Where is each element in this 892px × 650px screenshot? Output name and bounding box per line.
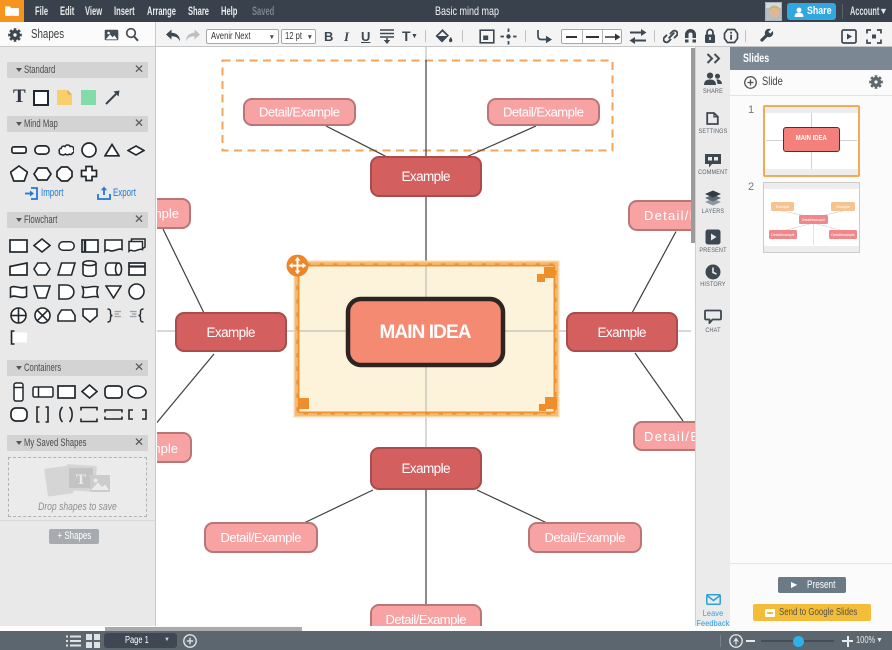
svg-text:Detail/Example: Detail/Example — [545, 530, 626, 545]
svg-text:Detail/Example: Detail/Example — [259, 105, 340, 120]
svg-text:MAIN IDEA: MAIN IDEA — [380, 322, 472, 343]
svg-text:Detail/example: Detail/example — [831, 233, 854, 237]
svg-text:Example: Example — [598, 325, 647, 340]
svg-text:Example: Example — [402, 461, 451, 476]
svg-text:Example: Example — [402, 169, 451, 184]
svg-text:mple: mple — [157, 441, 178, 456]
svg-text:Detail/Ex: Detail/Ex — [644, 208, 695, 223]
svg-text:mple: mple — [157, 206, 179, 221]
svg-text:Detail/Example: Detail/Example — [503, 105, 584, 120]
svg-text:Detail/E: Detail/E — [644, 429, 695, 444]
svg-text:Example: Example — [836, 205, 850, 209]
svg-text:Detail/example: Detail/example — [771, 233, 794, 237]
svg-text:Detail/example: Detail/example — [802, 218, 825, 222]
svg-text:T: T — [76, 472, 86, 488]
svg-text:Example: Example — [776, 205, 790, 209]
svg-text:Example: Example — [207, 325, 256, 340]
svg-text:Detail/Example: Detail/Example — [221, 530, 302, 545]
svg-text:Detail/Example: Detail/Example — [386, 612, 467, 626]
